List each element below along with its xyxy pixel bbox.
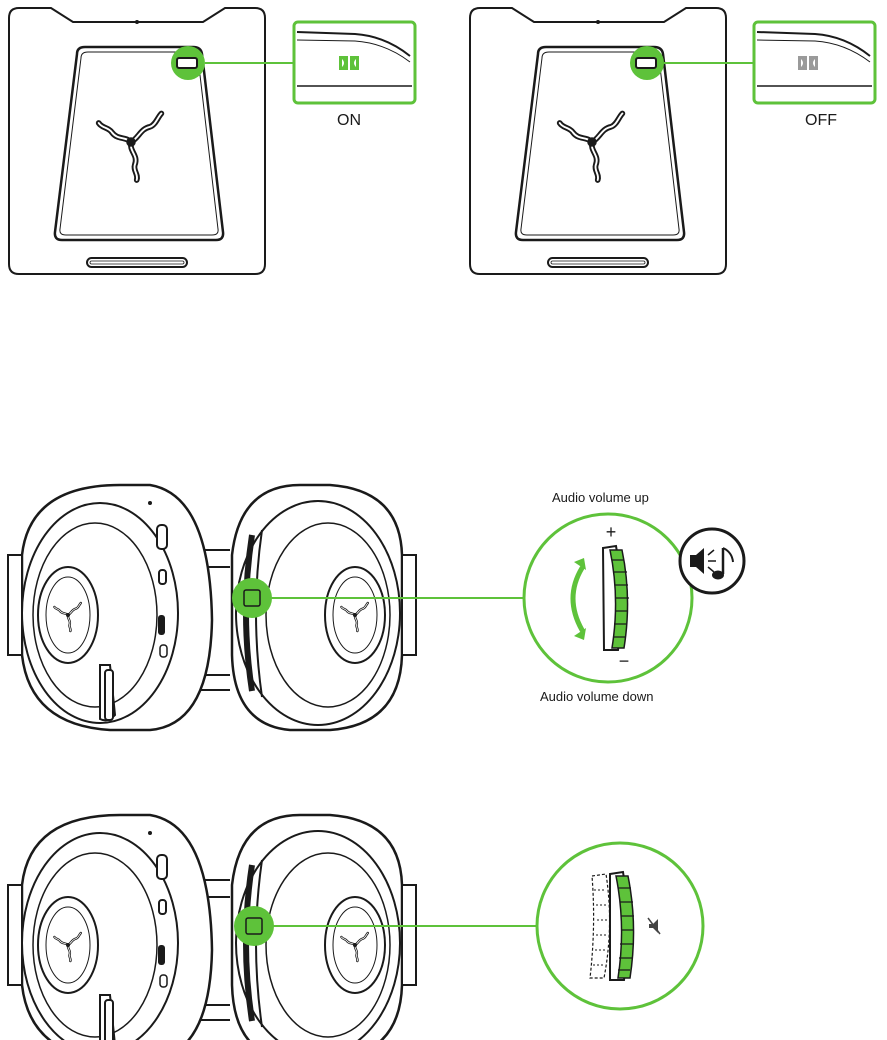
volume-down-label: Audio volume down (540, 689, 653, 704)
dolby-button (177, 58, 197, 68)
dolby-off-label: OFF (805, 112, 837, 130)
base-station-illustration (470, 8, 726, 274)
dolby-button (636, 58, 656, 68)
dolby-on-label: ON (337, 112, 361, 130)
highlight-circle (234, 906, 274, 946)
mute-panel (8, 815, 703, 1040)
speaker-music-icon (680, 529, 744, 593)
headset-illustration (8, 815, 416, 1040)
minus-symbol: − (619, 651, 630, 671)
dolby-on-panel (9, 8, 415, 274)
mute-wheel (610, 872, 634, 980)
headset-illustration (8, 485, 416, 730)
dolby-off-panel (470, 8, 875, 274)
base-station-illustration (9, 8, 265, 274)
plus-symbol: + (606, 522, 617, 542)
highlight-circle (232, 578, 272, 618)
volume-up-label: Audio volume up (552, 490, 649, 505)
